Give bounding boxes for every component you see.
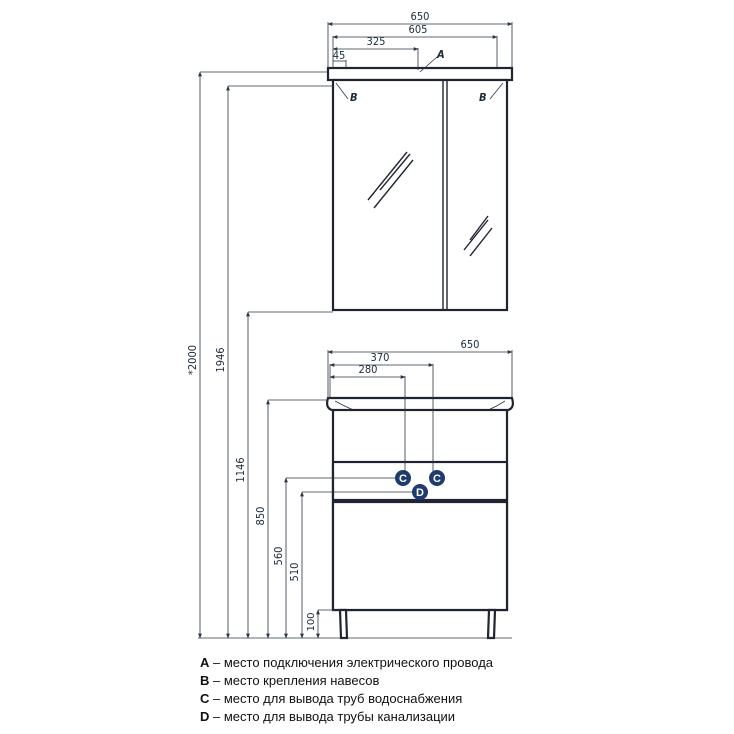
vanity-drawer — [331, 460, 509, 502]
dim-height-1946: 1946 — [214, 347, 227, 372]
water-marker-c-left: C — [395, 470, 411, 486]
dim-top-45: 45 — [333, 49, 346, 62]
electric-marker-a: A — [419, 48, 445, 73]
dim-top-605: 605 — [409, 23, 428, 36]
top-dimensions: 650 605 325 45 — [327, 10, 513, 70]
legend-row-d: D – место для вывода трубы канализации — [200, 708, 720, 726]
legend-row-b: B – место крепления навесов — [200, 672, 720, 690]
marker-b-label-right: B — [479, 91, 487, 104]
hinge-marker-b-right: B — [479, 82, 504, 104]
dim-height-1146: 1146 — [234, 457, 247, 482]
legend-text-b: – место крепления навесов — [209, 673, 380, 688]
drain-marker-d: D — [412, 484, 428, 500]
height-dimensions: *2000 1946 1146 850 560 510 100 — [186, 71, 512, 639]
vanity-leg-left — [338, 608, 349, 640]
water-marker-c-right: C — [429, 470, 445, 486]
legend-text-c: – место для вывода труб водоснабжения — [209, 691, 463, 706]
vanity-door — [331, 500, 509, 612]
dim-bottom-280: 280 — [359, 363, 378, 376]
dim-height-2000: *2000 — [186, 345, 199, 375]
dim-bottom-650: 650 — [461, 338, 480, 351]
dim-height-510: 510 — [288, 563, 301, 582]
legend-row-a: A – место подключения электрического про… — [200, 654, 720, 672]
marker-c-label-right: C — [433, 473, 441, 485]
vanity-width-dimensions: 650 370 280 — [327, 338, 513, 474]
marker-b-label-left: B — [350, 91, 358, 104]
marker-c-label-left: C — [399, 473, 407, 485]
marker-d-label: D — [416, 487, 424, 499]
dim-top-325: 325 — [367, 35, 386, 48]
vanity-leg-right — [486, 608, 497, 640]
legend-key-a: A — [200, 655, 210, 670]
legend: A – место подключения электрического про… — [200, 654, 720, 726]
dim-top-650: 650 — [411, 10, 430, 23]
cabinet-body — [331, 78, 509, 312]
dim-height-560: 560 — [272, 547, 285, 566]
legend-key-d: D — [200, 709, 210, 724]
legend-key-b: B — [200, 673, 210, 688]
mirror-glare-left — [367, 151, 414, 209]
legend-key-c: C — [200, 691, 210, 706]
hinge-marker-b-left: B — [335, 82, 358, 104]
marker-a-label: A — [436, 48, 445, 61]
dim-height-850: 850 — [254, 507, 267, 526]
legend-row-c: C – место для вывода труб водоснабжения — [200, 690, 720, 708]
legend-text-a: – место подключения электрического прово… — [209, 655, 494, 670]
mirror-cabinet: B B A — [326, 48, 514, 312]
mirror-glare-right — [463, 215, 493, 257]
dim-height-100: 100 — [306, 612, 317, 631]
dim-bottom-370: 370 — [371, 351, 390, 364]
legend-text-d: – место для вывода трубы канализации — [209, 709, 456, 724]
vanity-cabinet: C C D — [326, 396, 514, 640]
cabinet-top-cornice — [326, 66, 514, 82]
